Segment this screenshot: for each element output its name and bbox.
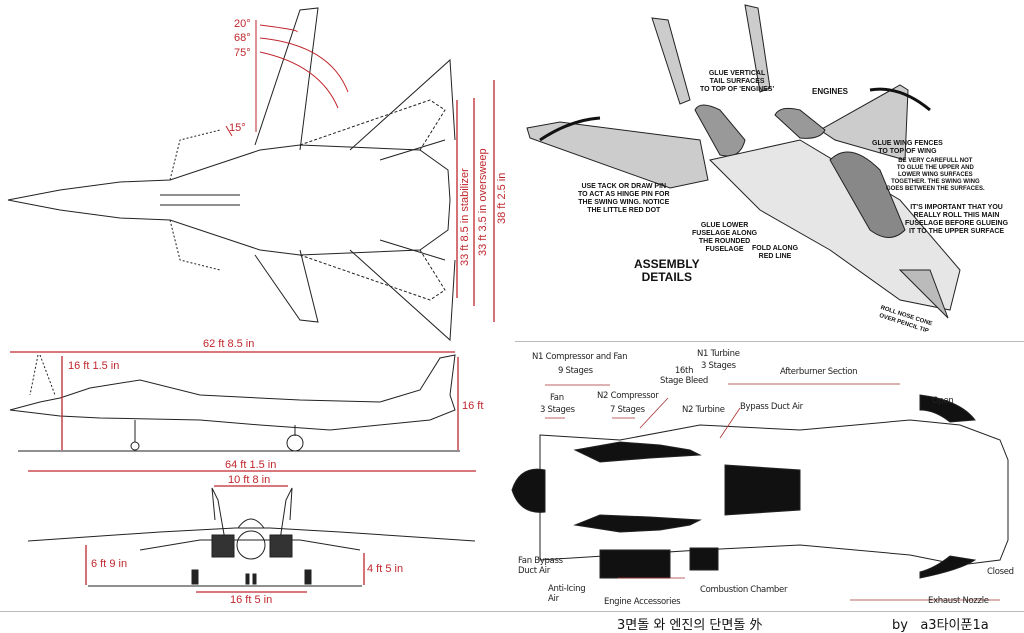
label-fan-stages: 3 Stages — [540, 405, 575, 415]
dim-stabilizer: 33 ft 8.5 in stabilizer — [459, 168, 471, 266]
label-n2-stages: 7 Stages — [610, 405, 645, 415]
label-n1-turbine-stages: 3 Stages — [701, 361, 736, 371]
note-glue-lower: GLUE LOWER FUSELAGE ALONG THE ROUNDED FU… — [692, 222, 758, 253]
label-accessories: Engine Accessories — [604, 597, 681, 607]
label-anti-icing: Anti-Icing Air — [548, 584, 586, 604]
side-dims — [10, 351, 476, 472]
dim-length: 62 ft 8.5 in — [203, 338, 255, 350]
assembly-title: ASSEMBLY DETAILS — [634, 257, 700, 284]
divider-footer — [0, 611, 1024, 612]
label-fan: Fan — [550, 393, 564, 403]
label-closed: Closed — [987, 567, 1014, 577]
label-open: Open — [932, 396, 954, 406]
dim-wing-height: 6 ft 9 in — [91, 558, 128, 570]
angle-75: 75° — [234, 47, 251, 59]
divider-right — [515, 341, 1024, 342]
dim-height-front: 16 ft 1.5 in — [68, 360, 120, 372]
dim-oversweep: 33 ft 3.5 in oversweep — [477, 148, 489, 256]
assembly-model — [526, 4, 961, 319]
front-dims — [85, 485, 365, 593]
note-wing-fences: GLUE WING FENCES TO TOP OF WING — [872, 140, 943, 155]
engine-cutaway — [511, 394, 1009, 579]
dim-overall-length: 64 ft 1.5 in — [225, 459, 277, 471]
angle-arcs — [225, 20, 349, 137]
label-bleed: 16th Stage Bleed — [660, 366, 709, 386]
footer-author: by a3타이푼1a — [892, 618, 989, 633]
footer-caption: 3면돌 와 엔진의 단면돌 外 — [617, 618, 763, 633]
dim-span: 38 ft 2.5 in — [496, 172, 508, 224]
note-glue-vertical: GLUE VERTICAL TAIL SURFACES TO TOP OF 'E… — [700, 70, 775, 93]
label-nozzle: Exhaust Nozzle — [928, 596, 989, 606]
note-careful: BE VERY CAREFULL NOT TO GLUE THE UPPER A… — [886, 158, 985, 192]
label-afterburner: Afterburner Section — [780, 367, 858, 377]
label-n2-turbine: N2 Turbine — [682, 405, 725, 415]
angle-68: 68° — [234, 32, 251, 44]
label-n2-compressor: N2 Compressor — [597, 391, 659, 401]
angle-20: 20° — [234, 18, 251, 30]
front-view-aircraft — [27, 487, 476, 585]
engine-leaders — [545, 383, 1000, 601]
angle-15: 15° — [229, 122, 246, 134]
note-tack: USE TACK OR DRAW PIN TO ACT AS HINGE PIN… — [578, 183, 670, 214]
dim-height-tail: 16 ft — [462, 400, 484, 412]
label-n1-compressor: N1 Compressor and Fan — [532, 352, 628, 362]
vertical-dims — [456, 80, 495, 322]
label-n1-turbine: N1 Turbine — [697, 349, 740, 359]
dim-intake-height: 4 ft 5 in — [367, 563, 404, 575]
dim-track: 16 ft 5 in — [230, 594, 273, 606]
note-fold: FOLD ALONG RED LINE — [752, 245, 799, 260]
top-view-aircraft — [7, 7, 456, 342]
dim-tail-spread: 10 ft 8 in — [228, 474, 271, 486]
note-roll-fuselage: IT'S IMPORTANT THAT YOU REALLY ROLL THIS… — [905, 204, 1009, 235]
label-n1-stages: 9 Stages — [558, 366, 593, 376]
label-bypass: Bypass Duct Air — [740, 402, 803, 412]
label-fan-bypass: Fan Bypass Duct Air — [518, 556, 563, 576]
note-engines: ENGINES — [812, 87, 849, 96]
label-combustion: Combustion Chamber — [700, 585, 788, 595]
